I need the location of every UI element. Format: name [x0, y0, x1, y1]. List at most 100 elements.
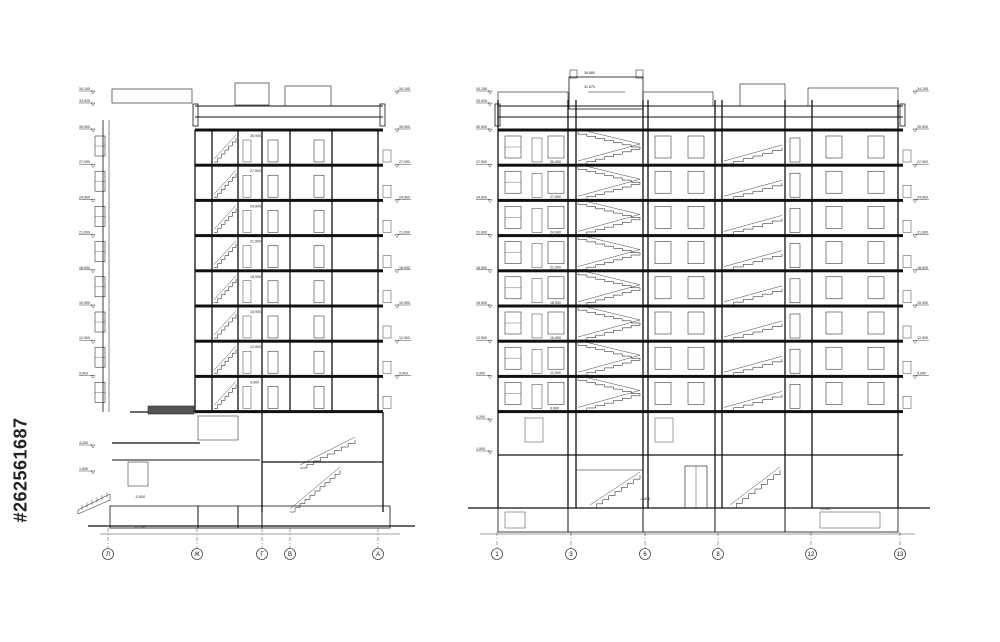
door — [789, 137, 801, 163]
basement-outline — [497, 507, 899, 533]
level-marker — [912, 340, 918, 344]
basement-opening — [819, 511, 881, 529]
stair-flight — [578, 217, 641, 235]
stair-flight — [578, 323, 641, 341]
door — [531, 384, 543, 409]
axis-label: 13 — [897, 552, 904, 558]
level-label: 27,900 — [917, 160, 928, 164]
stair-flight — [724, 253, 783, 270]
window — [867, 135, 885, 159]
stair-handrail — [577, 128, 641, 145]
level-marker — [394, 234, 400, 238]
axis-bubble — [256, 548, 268, 560]
level-label: 15,900 — [399, 301, 410, 305]
stair-flight — [214, 314, 237, 339]
stair-handrail — [723, 285, 783, 302]
internal-level-label: 30,900 — [250, 134, 261, 138]
axis-label: 12 — [808, 552, 815, 558]
window — [687, 346, 705, 370]
level-label: 30,900 — [79, 125, 90, 129]
door — [313, 174, 325, 198]
axis-label: Ж — [194, 552, 200, 558]
level-marker — [90, 199, 96, 203]
internal-level-label: 18,900 — [250, 275, 261, 279]
level-marker — [90, 102, 96, 107]
door — [524, 417, 544, 443]
floor-slab — [498, 234, 903, 238]
level-label: 12,900 — [79, 336, 90, 340]
axis-label: А — [376, 552, 380, 558]
axis-bubble — [639, 548, 651, 560]
stair-flight — [214, 243, 237, 268]
stair-flight — [724, 288, 783, 306]
internal-level-label: 9,900 — [250, 380, 259, 384]
stair-flight — [724, 183, 783, 200]
window — [687, 206, 705, 229]
door — [313, 350, 325, 374]
parapet-left — [192, 103, 199, 127]
floor-slab — [195, 269, 383, 273]
window — [547, 135, 565, 159]
window — [687, 241, 705, 264]
level-marker — [394, 269, 400, 274]
level-label: 34,195 — [79, 87, 90, 91]
level-label: 34,195 — [399, 87, 410, 91]
balcony-rail — [902, 184, 912, 198]
level-marker — [394, 199, 400, 203]
stair-flight — [577, 202, 640, 218]
door — [267, 386, 279, 409]
ramp — [77, 493, 111, 515]
axis-label: В — [288, 552, 292, 558]
stair-handrail — [577, 199, 641, 215]
level-marker — [90, 234, 96, 238]
level-marker — [487, 90, 493, 95]
level-marker — [912, 90, 918, 95]
level-label: 12,900 — [399, 336, 410, 340]
floor-slab — [498, 374, 903, 378]
level-label: 27,900 — [79, 160, 90, 164]
stair-flight — [578, 147, 641, 165]
axis-bubble — [102, 548, 114, 560]
internal-level-label: 15,900 — [250, 310, 261, 314]
roof-structure — [739, 83, 786, 107]
door — [267, 245, 279, 268]
window — [825, 276, 843, 300]
door — [313, 210, 325, 233]
door — [313, 315, 325, 339]
floor-slab — [498, 198, 903, 202]
window — [825, 170, 843, 194]
door — [242, 245, 252, 268]
balcony-rail — [382, 325, 392, 339]
door — [313, 139, 325, 163]
internal-level-label: 30,900 — [550, 160, 561, 164]
roof-structure — [284, 85, 332, 107]
stair-flight — [578, 393, 641, 411]
stair-handrail — [589, 471, 641, 506]
stair-flight — [577, 272, 640, 289]
door — [531, 313, 543, 339]
window — [867, 311, 885, 335]
door — [789, 384, 801, 409]
level-marker — [912, 269, 918, 274]
stair-handrail — [577, 214, 641, 232]
stair-flight — [214, 173, 237, 198]
level-label: 24,900 — [399, 195, 410, 199]
stair-handrail — [213, 381, 237, 406]
level-label: 31,870 — [584, 85, 595, 89]
stair-flight — [724, 394, 783, 411]
window — [547, 311, 565, 335]
internal-level-label: 12,900 — [250, 345, 261, 349]
floor-slab — [498, 128, 903, 132]
internal-level-label: 21,900 — [250, 240, 261, 244]
internal-level-label: 24,900 — [250, 204, 261, 208]
level-label: 15,900 — [476, 301, 487, 305]
floor-slab — [195, 304, 383, 308]
level-marker — [394, 128, 400, 133]
level-marker — [90, 375, 96, 379]
axis-bubble — [712, 548, 724, 560]
stair-flight-lower — [300, 440, 356, 469]
balcony-rail — [382, 220, 392, 233]
